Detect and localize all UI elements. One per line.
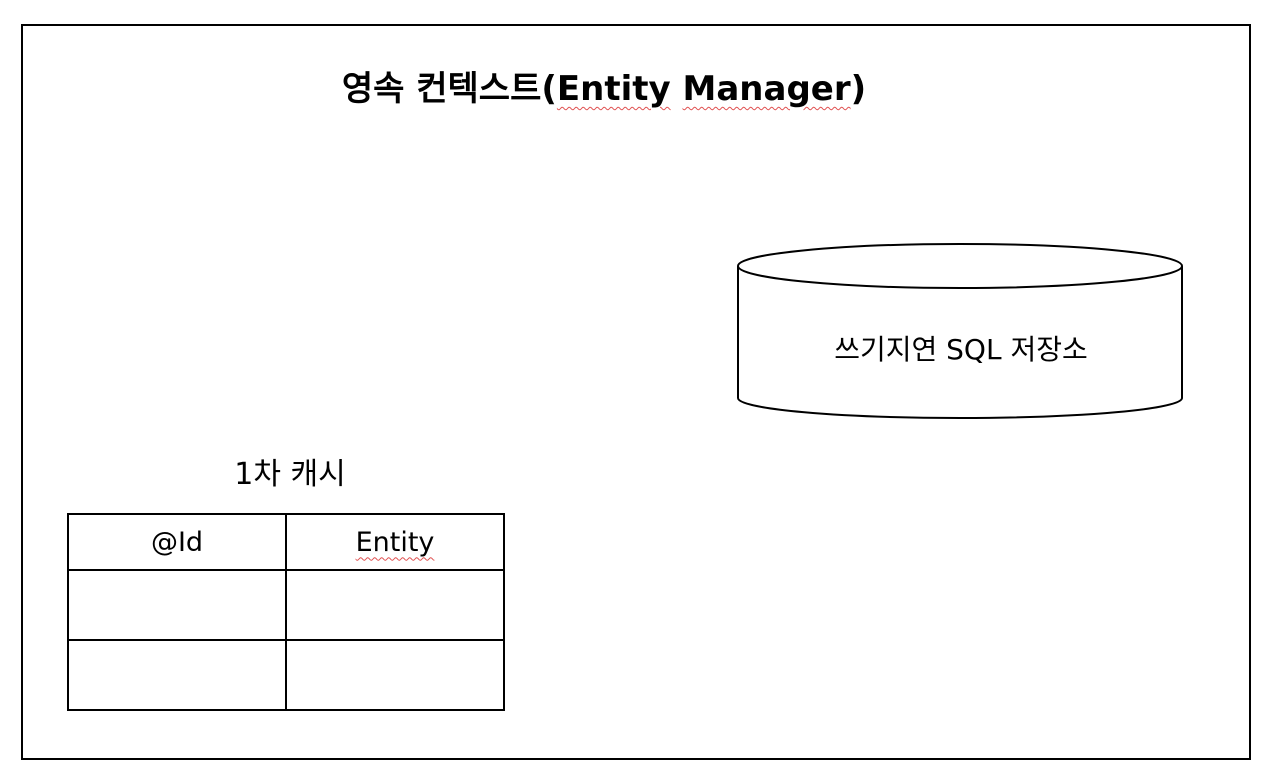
column-header-entity: Entity [285, 513, 505, 571]
column-header-id: @Id [67, 513, 287, 571]
first-level-cache-title: 1차 캐시 [234, 457, 346, 492]
table-row [67, 639, 505, 711]
cylinder-body [737, 266, 1183, 419]
table-cell [285, 569, 505, 641]
diagram-frame [21, 24, 1251, 760]
table-cell [285, 639, 505, 711]
table-header-row: @Id Entity [67, 513, 505, 571]
title-suffix: ) [850, 69, 867, 109]
title-entity-word: Entity [556, 69, 671, 109]
table-cell [67, 569, 287, 641]
title-manager-word: Manager [682, 69, 851, 109]
sql-store-cylinder [737, 243, 1183, 419]
diagram-title: 영속 컨텍스트(Entity Manager) [200, 64, 1008, 114]
table-row [67, 569, 505, 641]
title-prefix: 영속 컨텍스트( [341, 69, 557, 109]
first-level-cache-table: @Id Entity [67, 513, 505, 711]
column-header-entity-label: Entity [355, 526, 435, 558]
title-space [671, 69, 683, 109]
cylinder-top [737, 243, 1183, 289]
table-cell [67, 639, 287, 711]
sql-store-label: 쓰기지연 SQL 저장소 [834, 333, 1088, 366]
